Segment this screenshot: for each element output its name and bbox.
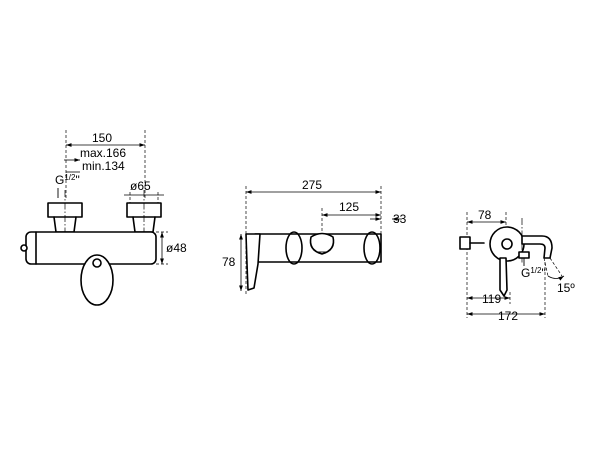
lever-handle: [80, 254, 114, 306]
end-lever: [499, 257, 508, 297]
dim-min-spacing: min.134: [82, 159, 125, 173]
thread-label-end: G1/2": [521, 266, 546, 280]
side-spout: [309, 232, 335, 255]
dim-angle: 15º: [557, 281, 575, 295]
angle-ext-line: [543, 257, 549, 277]
dim-overall-width: 275: [302, 178, 322, 192]
dim-spout-offset: 125: [339, 200, 359, 214]
side-handle-collar: [285, 231, 303, 265]
dim-max-spacing: max.166: [80, 146, 126, 160]
angle-arc: [547, 275, 565, 281]
dim-depth-top: 78: [478, 208, 492, 222]
dim-projection-inner: 119: [482, 292, 501, 306]
end-view: 78 15º G1/2" 119 172: [459, 208, 575, 323]
side-lever: [245, 233, 261, 291]
angle-ext-line: [549, 257, 563, 277]
dim-height: 78: [222, 255, 236, 269]
lever-pivot: [92, 258, 102, 268]
end-wall-connector: [459, 236, 471, 250]
front-view: 150 max.166 min.134 G1/2" ø65: [20, 130, 187, 306]
dim-outer-spacing: 150: [92, 131, 112, 145]
dim-projection-total: 172: [498, 309, 518, 323]
side-end-collar: [363, 231, 381, 265]
side-view: 275 125 33 78: [222, 178, 407, 296]
end-body-core: [501, 238, 513, 250]
dim-body-diameter: ø48: [166, 241, 187, 255]
dim-connector-diameter: ø65: [130, 179, 151, 193]
thread-label-front: G1/2": [55, 173, 80, 187]
dim-depth-small: 33: [393, 212, 407, 226]
end-outlet: [518, 251, 530, 259]
left-cap: [20, 244, 28, 252]
